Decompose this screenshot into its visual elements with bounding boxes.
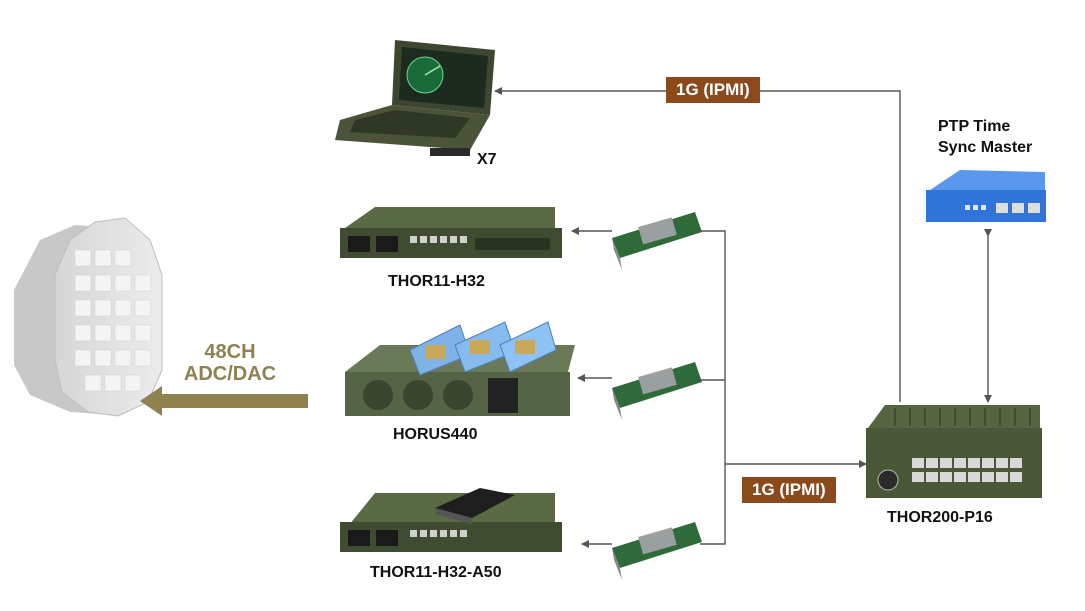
laptop-label: X7	[477, 151, 497, 168]
ptp-label-line1: PTP Time	[938, 118, 1011, 135]
ptp-master-icon	[926, 170, 1046, 222]
nic-card-3-icon	[612, 522, 702, 580]
nic-card-2-icon	[612, 362, 702, 420]
server-thor11-h32-a50-icon	[340, 488, 562, 552]
ptp-label: PTP Time Sync Master	[938, 116, 1032, 158]
rugged-laptop-icon	[335, 40, 495, 156]
antenna-array-icon	[14, 217, 163, 417]
server-horus440-icon	[345, 321, 575, 416]
link-switch-to-laptop	[494, 87, 901, 402]
server-thor11-h32-icon	[340, 207, 562, 258]
server3-label: THOR11-H32-A50	[370, 564, 502, 581]
server1-label: THOR11-H32	[388, 273, 485, 290]
link-nic-bus	[700, 230, 726, 545]
link-label-bottom: 1G (IPMI)	[742, 477, 836, 503]
nic-card-1-icon	[612, 212, 702, 270]
switch-label: THOR200-P16	[887, 509, 993, 526]
server2-label: HORUS440	[393, 426, 478, 443]
gpu-card-icon	[435, 488, 515, 524]
ptp-label-line2: Sync Master	[938, 139, 1033, 156]
adc-label-line1: 48CH	[204, 341, 256, 363]
adc-dac-arrow	[140, 386, 308, 416]
adc-label: 48CH ADC/DAC	[175, 341, 285, 385]
link-label-top: 1G (IPMI)	[666, 77, 760, 103]
adc-label-line2: ADC/DAC	[183, 363, 277, 385]
fpga-cards-icon	[409, 321, 557, 376]
connection-lines	[494, 87, 992, 548]
network-switch-icon	[866, 405, 1042, 498]
